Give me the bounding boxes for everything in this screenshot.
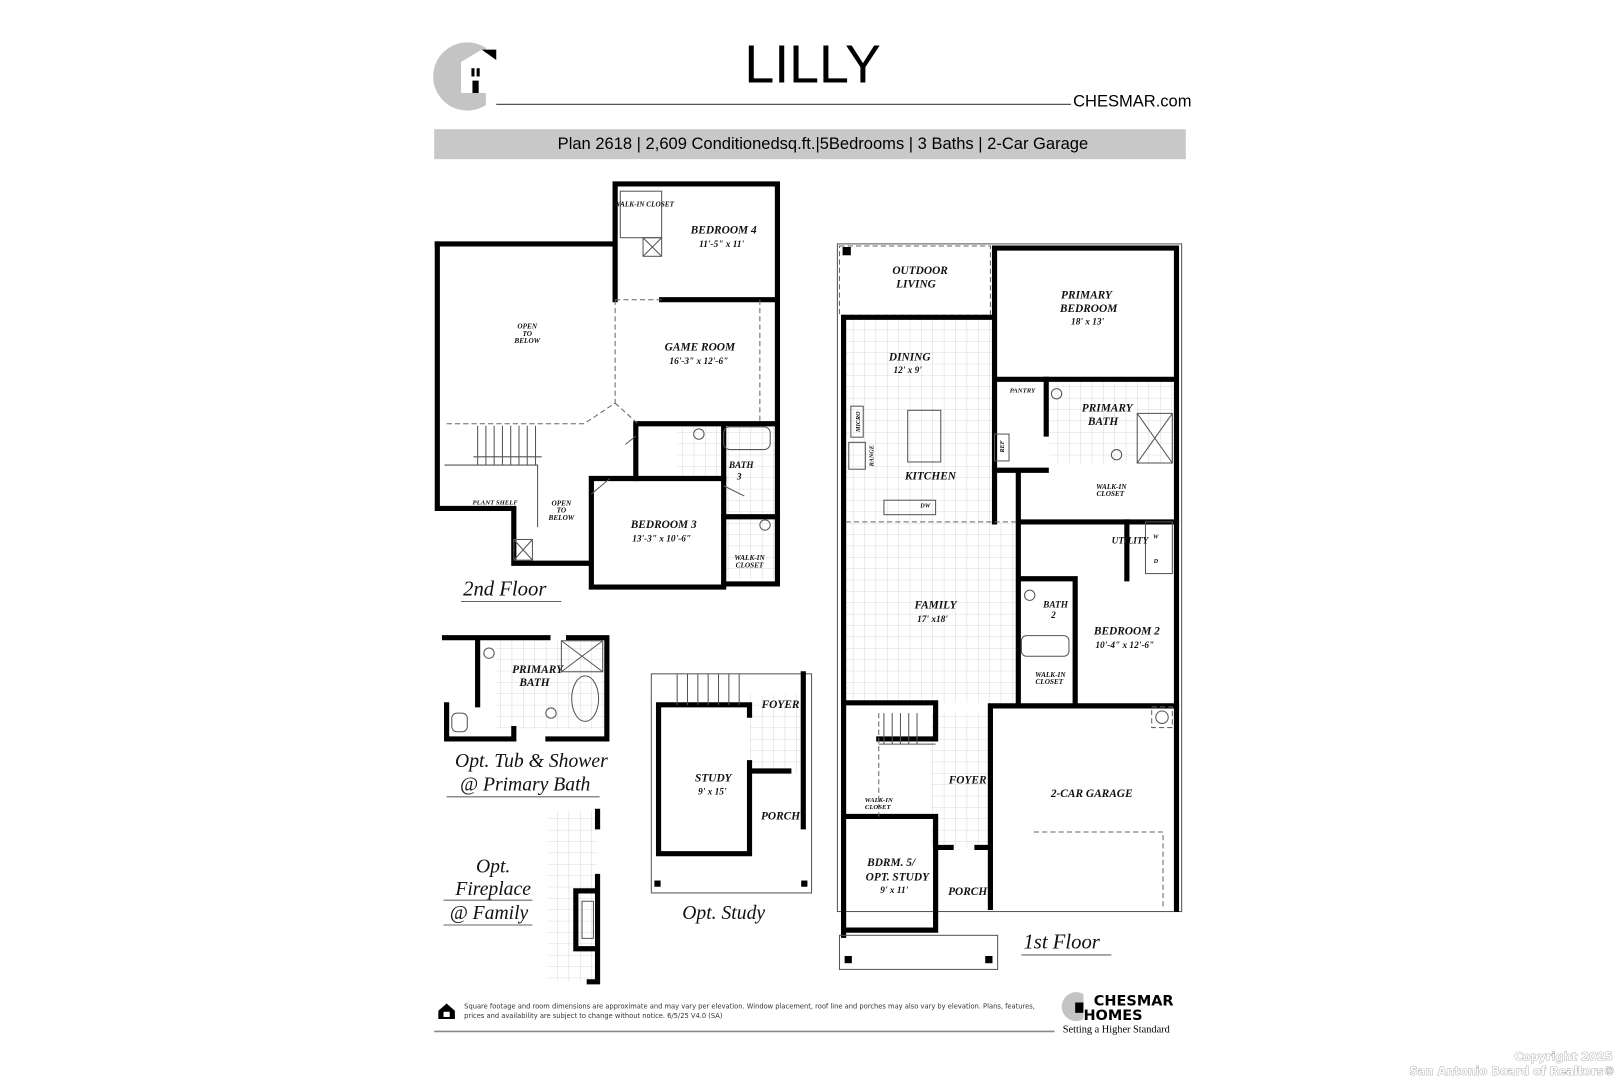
opt-porch-label: PORCH xyxy=(761,811,801,823)
kitchen-label: KITCHEN xyxy=(904,471,957,483)
copyright-watermark: Copyright 2025 xyxy=(1514,1049,1613,1063)
pantry-label: PANTRY xyxy=(1010,388,1036,395)
micro-label: MICRO xyxy=(855,411,862,433)
plant-shelf-label: PLANT SHELF xyxy=(473,499,519,506)
garage-label: 2-CAR GARAGE xyxy=(1050,788,1133,800)
opt-study-plan xyxy=(650,671,813,894)
opt-tub-shower-plan xyxy=(441,635,610,742)
opt-study-caption: Opt. Study xyxy=(682,903,765,924)
bedroom-4-label: BEDROOM 4 xyxy=(690,225,757,237)
equal-housing-icon xyxy=(438,1003,455,1020)
porch-label: PORCH xyxy=(948,886,988,898)
family-dims: 17' x18' xyxy=(917,615,948,625)
opt-fireplace-caption: Opt.Fireplace@ Family xyxy=(450,856,531,924)
spec-bar xyxy=(434,129,1186,160)
game-room-dims: 16'-3" x 12'-6" xyxy=(669,357,728,367)
bedroom-2-label: BEDROOM 2 xyxy=(1093,626,1160,638)
opt-fireplace-plan xyxy=(547,808,601,985)
dishwasher-label: DW xyxy=(919,502,930,509)
dining-label: DINING xyxy=(888,352,931,364)
bedroom-3-dims: 13'-3" x 10'-6" xyxy=(632,535,691,545)
second-floor-plan xyxy=(434,181,781,590)
bedroom-2-dims: 10'-4" x 12'-6" xyxy=(1095,641,1154,651)
dryer-label: D xyxy=(1153,558,1159,565)
game-room-label: GAME ROOM xyxy=(665,341,736,353)
staircase-1st xyxy=(878,713,936,745)
chesmar-homes-logo xyxy=(1061,992,1094,1022)
tagline: Setting a Higher Standard xyxy=(1063,1024,1171,1035)
family-label: FAMILY xyxy=(914,600,958,612)
plan-specs: Plan 2618 | 2,609 Conditionedsq.ft.|5Bed… xyxy=(558,134,1088,153)
staircase-2nd xyxy=(444,425,542,528)
website-link[interactable]: CHESMAR.com xyxy=(1073,91,1191,110)
opt-study-dims: 9' x 15' xyxy=(698,788,727,798)
bedroom-4-dims: 11'-5" x 11' xyxy=(699,240,744,250)
primary-bedroom-dims: 18' x 13' xyxy=(1071,318,1104,328)
bedroom-3-label: BEDROOM 3 xyxy=(630,519,697,531)
disclaimer: Square footage and room dimensions are a… xyxy=(464,1003,1035,1020)
washer-label: W xyxy=(1153,533,1159,540)
first-floor-plan xyxy=(836,243,1183,970)
refrigerator-label: REF xyxy=(999,439,1006,453)
dining-dims: 12' x 9' xyxy=(893,366,922,376)
opt-tub-shower-caption: Opt. Tub & Shower@ Primary Bath xyxy=(455,751,608,796)
opt-foyer-label: FOYER xyxy=(761,699,800,711)
chesmar-logo xyxy=(433,41,507,112)
foyer-label: FOYER xyxy=(948,774,987,786)
range-label: RANGE xyxy=(869,445,876,467)
second-floor-caption: 2nd Floor xyxy=(463,578,547,600)
copyright-watermark-org: San Antonio Board of Realtors® xyxy=(1410,1064,1615,1078)
bedroom-5-label: BDRM. 5/OPT. STUDY xyxy=(866,857,930,883)
walk-in-closet-label: WALK-IN CLOSET xyxy=(614,201,674,209)
plan-title: LILLY xyxy=(744,35,881,95)
opt-study-label: STUDY xyxy=(695,772,733,784)
first-floor-caption: 1st Floor xyxy=(1023,932,1100,954)
utility-label: UTILITY xyxy=(1112,537,1150,547)
bedroom-5-dims: 9' x 11' xyxy=(880,886,908,896)
